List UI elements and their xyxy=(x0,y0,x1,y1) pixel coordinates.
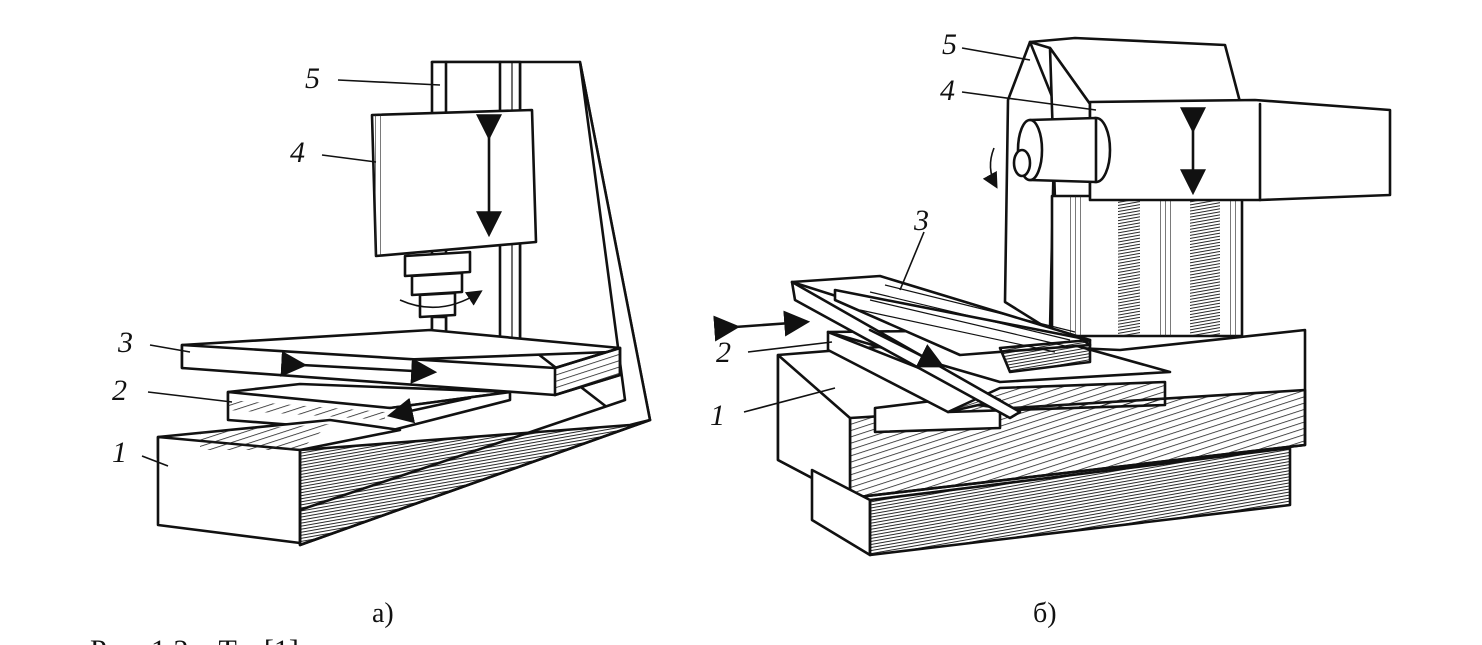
caption-a: а) xyxy=(372,598,394,629)
table-a xyxy=(180,328,622,397)
table-slots-b xyxy=(859,284,1076,353)
label-4-a: 4 xyxy=(290,136,305,169)
label-2-b: 2 xyxy=(716,336,731,369)
label-5-a: 5 xyxy=(305,62,320,95)
labels-b: 5 4 3 2 1 xyxy=(710,28,1097,432)
column-guides-b xyxy=(1050,194,1244,338)
spindle-head-b xyxy=(982,98,1392,202)
label-1-a: 1 xyxy=(112,436,127,469)
table-b xyxy=(713,274,1092,420)
figure-b: 5 4 3 2 1 б) xyxy=(710,28,1392,629)
base-a xyxy=(156,418,652,547)
caption-b: б) xyxy=(1033,598,1057,629)
label-1-b: 1 xyxy=(710,399,725,432)
frame-column-b xyxy=(1003,36,1244,338)
label-4-b: 4 xyxy=(940,74,955,107)
figure-caption-fragment: Рис. 1.2 – Т... [1] xyxy=(90,634,299,645)
label-3-b: 3 xyxy=(913,204,929,237)
label-2-a: 2 xyxy=(112,374,127,407)
labels-a: 5 4 3 2 1 xyxy=(112,62,441,469)
label-5-b: 5 xyxy=(942,28,957,61)
spindle-head-a xyxy=(370,108,538,341)
figure-a: 5 4 3 2 1 а) xyxy=(112,60,652,629)
label-3-a: 3 xyxy=(117,326,133,359)
